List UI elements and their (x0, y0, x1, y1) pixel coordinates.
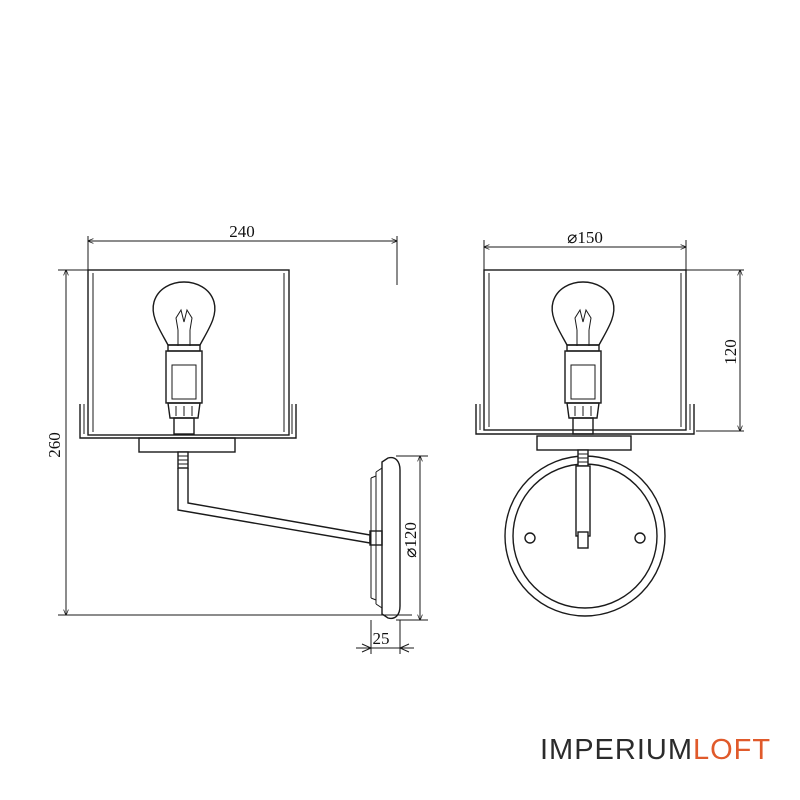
bulb-front (551, 281, 615, 352)
dimension-height-shade: 120 (686, 270, 744, 431)
dimension-label-260: 260 (45, 432, 64, 458)
shade-holder-plate (138, 437, 236, 453)
dimension-diameter-base: ⌀120 (396, 456, 428, 620)
dimension-height-total: 260 (45, 270, 412, 615)
brand-logo: IMPERIUMLOFT (540, 734, 771, 767)
brand-primary: IMPERIUM (540, 734, 693, 766)
wall-arm-front (575, 449, 591, 549)
dimension-diameter-shade: ⌀150 (484, 228, 686, 270)
wall-base-side (370, 456, 401, 620)
brand-accent: LOFT (693, 734, 772, 766)
shade-holder-plate-front (536, 435, 632, 451)
dimension-depth-base: 25 (356, 620, 414, 654)
dimension-width-side: 240 (88, 222, 397, 285)
wall-arm-side (177, 451, 383, 546)
front-view: ⌀150 120 (475, 228, 744, 617)
lamp-shade-side (79, 269, 297, 439)
socket-side (165, 350, 203, 435)
dimension-label-240: 240 (229, 222, 255, 241)
lamp-shade-front (475, 269, 695, 435)
socket-front (564, 350, 602, 435)
side-view: 240 260 (45, 222, 428, 654)
dimension-label-diameter-120: ⌀120 (401, 522, 420, 558)
dimension-label-diameter-150: ⌀150 (567, 228, 603, 247)
dimension-label-25: 25 (373, 629, 390, 648)
bulb-side (152, 281, 216, 352)
dimension-label-120: 120 (721, 339, 740, 365)
